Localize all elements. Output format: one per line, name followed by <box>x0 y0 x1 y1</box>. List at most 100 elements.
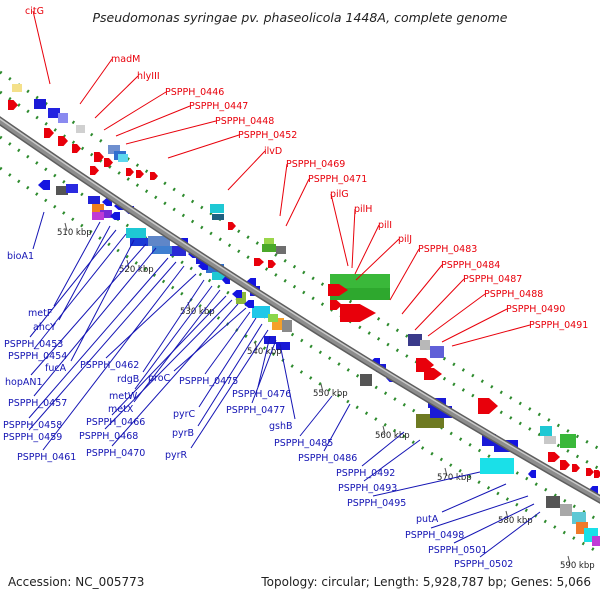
forward-leader-line <box>401 264 443 315</box>
reverse-leader-line <box>204 311 251 375</box>
reverse-leader-line <box>197 323 263 427</box>
reverse-gene-label: pyrB <box>172 428 194 439</box>
feature-block-27 <box>276 246 286 254</box>
forward-gene-label: PSPPH_0490 <box>506 304 565 315</box>
reverse-gene-label: PSPPH_0502 <box>454 559 513 570</box>
reverse-gene-label: PSPPH_0493 <box>338 483 397 494</box>
feature-block-9 <box>56 186 68 195</box>
feature-block-52 <box>546 496 560 508</box>
scale-tick-label: 550 kbp <box>313 389 348 399</box>
reverse-gene-label: PSPPH_0475 <box>179 376 238 387</box>
reverse-leader-line <box>257 335 271 388</box>
forward-leader-line <box>427 293 486 337</box>
reverse-gene-label: metX <box>108 404 134 415</box>
forward-leader-line <box>441 308 508 343</box>
scale-tick-label: 510 kbp <box>57 228 92 238</box>
scale-tick-mark <box>567 555 571 565</box>
feature-block-41 <box>360 374 372 386</box>
reverse-leader-line <box>32 211 45 250</box>
reverse-leader-line <box>142 279 205 373</box>
reverse-gene-label: PSPPH_0485 <box>274 438 333 449</box>
feature-block-38 <box>408 334 422 346</box>
reverse-leader-line <box>453 503 535 544</box>
forward-gene-label: PSPPH_0446 <box>165 87 224 98</box>
reverse-leader-line <box>111 303 239 447</box>
forward-leader-line <box>279 163 288 217</box>
forward-gene-arrow-7 <box>90 166 99 175</box>
feature-block-48 <box>480 458 514 474</box>
reverse-leader-line <box>42 265 185 451</box>
forward-gene-label: madM <box>111 54 140 65</box>
forward-gene-arrow-19 <box>478 398 498 414</box>
reverse-leader-line <box>299 395 333 437</box>
feature-block-1 <box>12 84 22 92</box>
feature-block-14 <box>92 212 104 220</box>
reverse-leader-line <box>33 247 157 397</box>
reverse-gene-label: PSPPH_0458 <box>3 420 62 431</box>
feature-block-26 <box>262 244 276 252</box>
forward-leader-line <box>355 238 400 281</box>
forward-gene-arrow-11 <box>228 222 236 230</box>
feature-block-18 <box>130 238 148 246</box>
feature-block-49 <box>540 426 552 436</box>
forward-gene-label: PSPPH_0488 <box>484 289 543 300</box>
forward-gene-arrow-1 <box>8 100 18 110</box>
feature-block-23 <box>210 204 224 213</box>
reverse-leader-line <box>198 317 257 408</box>
reverse-leader-line <box>361 431 405 467</box>
feature-block-40 <box>430 346 444 358</box>
forward-gene-arrow-5 <box>94 152 104 162</box>
forward-leader-line <box>32 10 51 85</box>
forward-gene-label: PSPPH_0447 <box>189 101 248 112</box>
reverse-leader-line <box>33 233 127 350</box>
forward-gene-arrow-21 <box>560 460 570 470</box>
backbone-highlight <box>0 118 600 499</box>
feature-blocks-layer <box>12 84 600 546</box>
forward-gene-label: PSPPH_0448 <box>215 116 274 127</box>
tick-dots-layer <box>0 70 600 555</box>
feature-block-25 <box>264 238 274 246</box>
forward-gene-label: PSPPH_0484 <box>441 260 500 271</box>
accession-text: Accession: NC_005773 <box>8 575 144 589</box>
forward-gene-label: PSPPH_0491 <box>529 320 588 331</box>
reverse-gene-label: PSPPH_0495 <box>347 498 406 509</box>
forward-gene-arrow-15 <box>340 304 376 322</box>
reverse-leader-line <box>323 403 351 452</box>
reverse-gene-arrow-5 <box>110 212 120 220</box>
reverse-leader-line <box>133 289 221 403</box>
reverse-gene-label: PSPPH_0461 <box>17 452 76 463</box>
feature-block-50 <box>544 436 556 444</box>
reverse-gene-label: metF <box>28 308 52 319</box>
reverse-leader-line <box>70 239 135 362</box>
forward-leader-line <box>414 278 465 331</box>
reverse-leader-line <box>251 339 277 404</box>
reverse-gene-arrow-8 <box>198 262 208 270</box>
genome-summary-text: Topology: circular; Length: 5,928,787 bp… <box>260 575 591 589</box>
map-title: Pseudomonas syringae pv. phaseolicola 14… <box>92 10 507 25</box>
feature-block-39 <box>420 340 430 350</box>
scale-tick-mark <box>254 341 258 351</box>
scale-tick-label: 560 kbp <box>375 431 410 441</box>
forward-gene-arrow-3 <box>58 136 68 146</box>
feature-block-17 <box>170 246 186 256</box>
reverse-leader-line <box>104 299 233 430</box>
feature-block-24 <box>212 214 224 220</box>
feature-block-32 <box>282 320 292 332</box>
reverse-leader-line <box>28 261 177 431</box>
forward-leader-line <box>94 75 139 119</box>
forward-gene-label: pilI <box>378 220 392 231</box>
forward-gene-arrow-9 <box>136 170 144 178</box>
reverse-leader-line <box>430 495 529 529</box>
reverse-gene-arrow-10 <box>232 290 242 298</box>
forward-leader-line <box>451 324 531 347</box>
scale-tick-label: 580 kbp <box>498 516 533 526</box>
gene-labels-layer: citGmadMhlyIIIPSPPH_0446PSPPH_0447PSPPH_… <box>3 6 588 570</box>
reverse-leader-line <box>479 511 541 558</box>
forward-gene-label: PSPPH_0487 <box>463 274 522 285</box>
forward-gene-arrow-24 <box>594 470 600 478</box>
forward-gene-arrow-18 <box>424 368 442 380</box>
scale-tick-mark <box>444 467 448 477</box>
dotted-track-2 <box>0 90 600 471</box>
